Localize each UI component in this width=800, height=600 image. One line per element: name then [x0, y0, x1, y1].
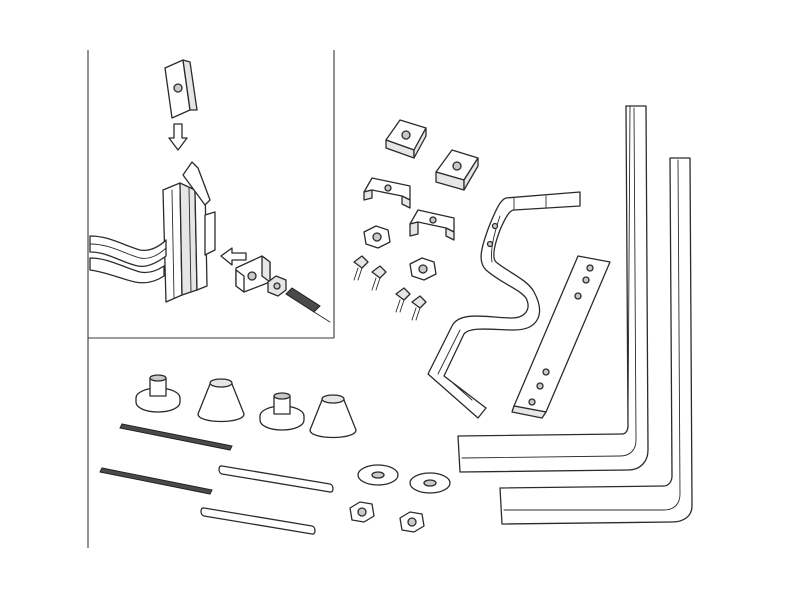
threaded-rod-2	[99, 467, 213, 495]
inset-frame	[87, 50, 335, 548]
pipe-clamp	[427, 191, 581, 419]
perforated-strap	[511, 255, 611, 419]
rubber-bushing-1	[135, 374, 181, 413]
small-bolt-4	[411, 295, 427, 321]
inset-channel-profile	[162, 161, 211, 303]
large-hex-nut-2	[399, 511, 425, 533]
hex-nut-2	[409, 257, 437, 281]
small-bolt-3	[395, 287, 411, 313]
washer-2	[409, 472, 451, 494]
inset-detail	[89, 59, 331, 323]
channel-nut-2	[435, 149, 479, 191]
threaded-rod-1	[119, 423, 233, 451]
l-profile-bar-2	[499, 157, 693, 525]
u-bracket-2	[409, 209, 455, 241]
spacer-tube-1	[218, 465, 334, 493]
l-profile-bar-1	[457, 105, 649, 473]
small-bolt-2	[371, 265, 387, 291]
channel-nut-1	[385, 119, 427, 159]
rubber-bushing-2	[259, 392, 305, 431]
hex-nut-1	[363, 225, 391, 249]
inset-band	[89, 211, 216, 284]
inset-channel-nut	[164, 59, 198, 119]
washer-1	[357, 464, 399, 486]
large-hex-nut-1	[349, 501, 375, 523]
small-bolt-1	[353, 255, 369, 281]
down-arrow-icon	[168, 123, 188, 151]
rubber-cone-foot-2	[309, 394, 357, 439]
inset-bolt	[267, 275, 331, 323]
inset-bracket	[235, 255, 271, 293]
rubber-cone-foot-1	[197, 378, 245, 423]
left-arrow-icon	[220, 247, 247, 266]
u-bracket-1	[363, 177, 411, 209]
spacer-tube-2	[200, 507, 316, 535]
